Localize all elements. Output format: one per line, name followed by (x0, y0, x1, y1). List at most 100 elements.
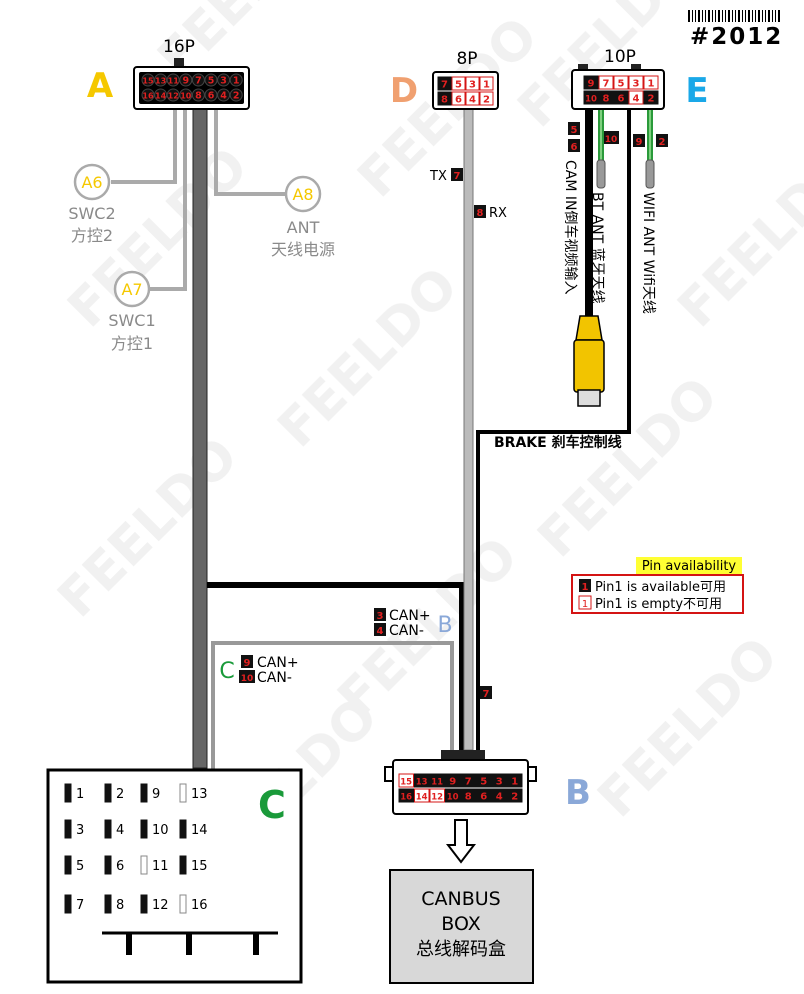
pin-cell (437, 76, 452, 91)
connector-a-pin-count: 16P (163, 37, 195, 57)
pin-cell (437, 91, 452, 106)
pin-cell (451, 91, 466, 106)
legend-box (571, 574, 744, 614)
rx-text: RX (489, 206, 507, 221)
watermark-text: FEELDO (47, 426, 250, 629)
can-c-high: CAN+ (257, 655, 299, 671)
connector-a-latch (174, 58, 184, 68)
can-b-letter: B (437, 613, 452, 638)
pin-number: 7 (465, 777, 472, 788)
connector-b-letter: B (565, 773, 591, 813)
wifi-pin-2: 2 (659, 137, 666, 148)
pin-number: 16 (400, 793, 412, 803)
pin-number: 4 (220, 91, 227, 102)
pin-number: 14 (416, 793, 428, 803)
pin-cell (598, 75, 614, 90)
pin-cell (229, 73, 243, 87)
wire-cam (585, 108, 593, 318)
pin-number: 7 (76, 898, 84, 913)
pin-number: 6 (208, 91, 215, 102)
pin-number: 6 (480, 792, 487, 803)
pin-number: 5 (208, 76, 215, 87)
brake-pin-badge: 7 (480, 686, 492, 700)
bt-pin-badge: 10 (604, 131, 619, 145)
arrow-down-icon (445, 819, 477, 864)
rx-pin: 8 (477, 208, 484, 219)
pin-cell (507, 773, 523, 788)
wire-a8 (214, 108, 286, 196)
pin-number: 14 (191, 823, 208, 838)
watermark-text: FEELDO (667, 136, 804, 339)
bt-antenna-wire (596, 108, 606, 189)
pin-number: 15 (142, 77, 154, 86)
pin-number: 3 (633, 79, 640, 90)
wifi-pin-1: 9 (636, 137, 643, 148)
pin-cell (64, 894, 72, 914)
pin-number: 7 (603, 79, 610, 90)
pin-number: 5 (76, 859, 84, 874)
pin-cell (583, 75, 599, 90)
pin-number: 16 (191, 898, 208, 913)
pin-cell (104, 819, 112, 839)
can-c-labels: C 9 CAN+ 10 CAN- (219, 655, 299, 686)
pin-cell (104, 855, 112, 875)
pin-number: 11 (168, 77, 180, 86)
pin-cell (166, 73, 180, 87)
canbus-box-line3: 总线解码盒 (416, 939, 506, 960)
pin-number: 15 (191, 859, 208, 874)
pin-number: 10 (585, 95, 597, 105)
canbus-box (389, 869, 534, 984)
pin-cell (398, 788, 414, 803)
pin-cell (166, 88, 180, 102)
pin-number: 10 (180, 92, 192, 101)
pin-number: 8 (195, 91, 202, 102)
pin-number: 9 (588, 79, 595, 90)
pin-cell (429, 788, 445, 803)
pin-number: 8 (116, 898, 124, 913)
pin-cell (191, 88, 205, 102)
d-harness-wire (463, 106, 474, 751)
rca-plug-icon (573, 315, 605, 407)
pin-number: 13 (416, 778, 428, 788)
cam-pin-2: 6 (571, 142, 578, 153)
pin-number: 11 (152, 859, 169, 874)
pin-cell (643, 90, 659, 105)
callout-a7-label-en: SWC1 (108, 311, 155, 330)
pin-number: 1 (483, 80, 490, 91)
label-tx: TX 7 (429, 168, 463, 184)
pin-cell (154, 88, 168, 102)
can-c-pin-low: 10 (241, 674, 254, 684)
pin-number: 1 (233, 76, 240, 87)
pin-cell (179, 894, 187, 914)
pin-cell (479, 76, 494, 91)
pin-cell (140, 894, 148, 914)
pin-cell (179, 783, 187, 803)
pin-number: 8 (603, 94, 610, 105)
connector-b-latch (441, 750, 485, 760)
can-b-pin-low: 4 (377, 626, 384, 637)
pin-number: 2 (648, 94, 655, 105)
pin-cell (451, 76, 466, 91)
rx-pin-badge (474, 205, 486, 218)
cam-pin-1: 5 (571, 125, 578, 136)
pin-number: 10 (152, 823, 169, 838)
connector-e-latch-right (631, 64, 641, 72)
cam-pin-badges: 5 6 (568, 122, 580, 153)
legend-available-pin-badge (579, 579, 591, 592)
pin-cell (217, 73, 231, 87)
legend-empty-text: Pin1 is empty不可用 (595, 597, 722, 612)
pin-cell (598, 90, 614, 105)
pin-cell (64, 855, 72, 875)
pin-number: 4 (496, 792, 503, 803)
connector-e-latch-left (578, 64, 588, 72)
connector-e-pin-count: 10P (604, 47, 636, 67)
watermark-text: FEELDO (587, 626, 790, 829)
legend-title-bg (636, 557, 742, 574)
pin-number: 2 (511, 792, 518, 803)
wifi-antenna-wire (645, 108, 655, 189)
wifi-pin-badges: 9 2 (633, 134, 668, 148)
can-c-pin-high: 9 (244, 658, 251, 669)
